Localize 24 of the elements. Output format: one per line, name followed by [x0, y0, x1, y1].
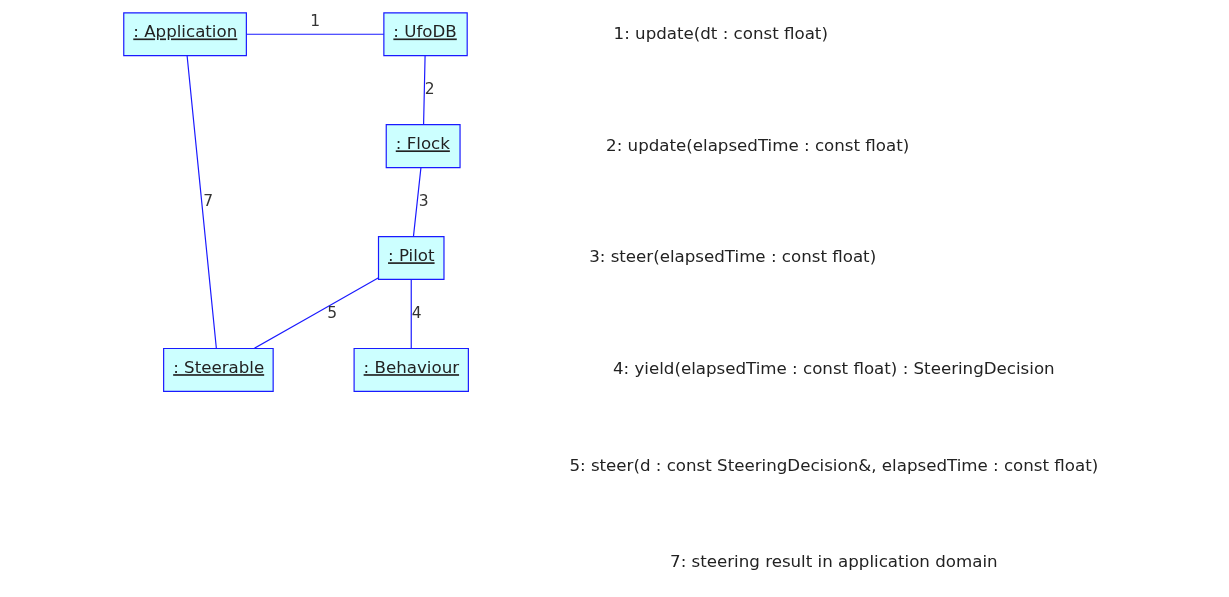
node-box: : Application: [123, 12, 247, 57]
edge-label: 1: [310, 12, 321, 31]
node-box: : Steerable: [163, 347, 274, 392]
connector: [423, 55, 426, 126]
connector: [246, 33, 385, 35]
label: 1: update(dt : const float): [613, 23, 828, 43]
connector: [253, 277, 379, 350]
edge-label: 3: [418, 192, 429, 211]
node-box: : Behaviour: [353, 347, 469, 392]
node-box: : Pilot: [377, 236, 445, 281]
edge-label: 5: [327, 304, 337, 323]
edge-label: 7: [203, 192, 214, 211]
node-box: : Flock: [385, 124, 461, 169]
edge-label: 2: [424, 80, 435, 99]
label: 2: update(elapsedTime : const float): [606, 135, 910, 155]
label: 5: steer(d : const SteeringDecision&, elapsedTime : const float): [569, 455, 1099, 475]
edge-label: 4: [411, 304, 422, 323]
label: 4: yield(elapsedTime : const float) : SteeringDecision: [612, 359, 1055, 379]
connector: [410, 279, 412, 349]
label: 3: steer(elapsedTime : const float): [589, 247, 877, 267]
label: 7: steering result in application domain: [670, 552, 998, 572]
connector: [186, 55, 217, 349]
connector: [412, 167, 422, 237]
node-box: : UfoDB: [383, 12, 468, 57]
